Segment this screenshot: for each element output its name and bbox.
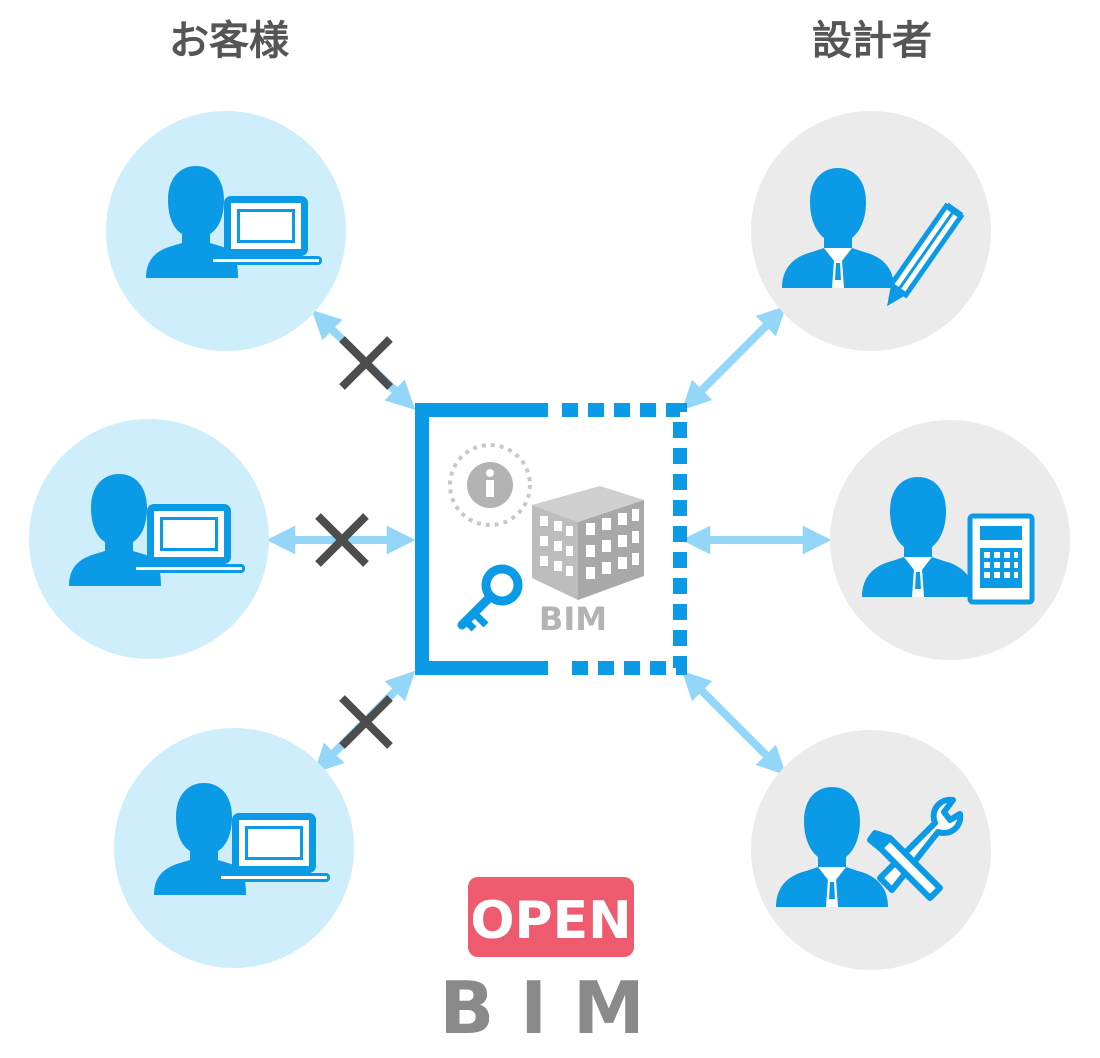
- open-badge: [468, 877, 634, 957]
- customer-node-3: [114, 728, 354, 968]
- bim-logo-text: BIM: [439, 966, 670, 1050]
- tools-icon: [867, 796, 964, 901]
- customers-heading: お客様: [169, 18, 290, 64]
- cross-icon: [339, 695, 393, 749]
- calculator-icon: [967, 513, 1035, 605]
- info-icon: [448, 443, 532, 527]
- frame-solid-side: [415, 403, 548, 675]
- designer-node-3: [751, 730, 991, 970]
- arrow-designer-3: [681, 670, 787, 776]
- designer-circle: [751, 111, 991, 351]
- designer-node-1: [751, 111, 991, 351]
- open-badge-text: OPEN: [470, 891, 631, 951]
- frame-dashed-side: [562, 403, 687, 675]
- cross-icon: [315, 513, 369, 567]
- designer-node-2: [830, 420, 1070, 660]
- customer-node-2: [29, 419, 269, 659]
- key-icon: [457, 564, 523, 632]
- building-icon: [532, 486, 644, 600]
- arrow-designer-1: [681, 305, 787, 411]
- openbim-logo: OPEN BIM: [439, 877, 670, 1050]
- blocked-marks: [315, 336, 393, 749]
- bim-frame: [415, 403, 687, 675]
- designer-circle: [751, 730, 991, 970]
- customer-node-1: [106, 111, 346, 351]
- center-bim-label: BIM: [539, 600, 607, 638]
- designers-heading: 設計者: [812, 18, 932, 64]
- pencil-icon: [887, 202, 965, 307]
- cross-icon: [339, 336, 393, 390]
